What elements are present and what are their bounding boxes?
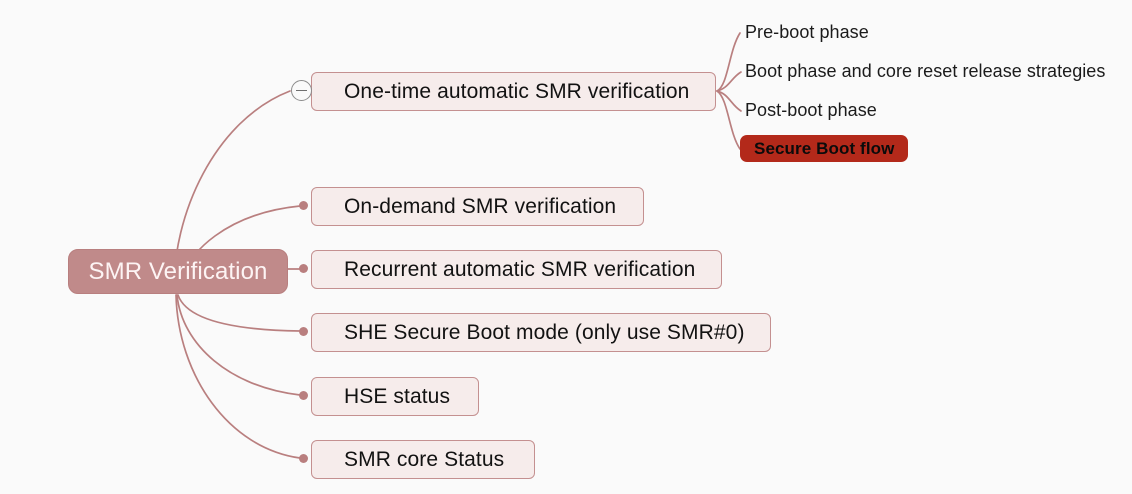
- edge-dot-branch-2: [299, 201, 308, 210]
- branch-node-recurrent-automatic-smr-verification[interactable]: Recurrent automatic SMR verification: [311, 250, 722, 289]
- edge-dot-branch-6: [299, 454, 308, 463]
- edge-root-to-branch-4: [177, 294, 301, 332]
- edge-root-to-branch-5: [176, 294, 301, 396]
- branch-node-hse-status[interactable]: HSE status: [311, 377, 479, 416]
- minus-glyph: [296, 89, 307, 92]
- branch-node-on-demand-smr-verification[interactable]: On-demand SMR verification: [311, 187, 644, 226]
- leaf-label-boot-phase-and-core-reset-release-strategies[interactable]: Boot phase and core reset release strate…: [745, 61, 1106, 81]
- branch-node-label: HSE status: [344, 384, 451, 408]
- edge-branch1-to-child-3: [716, 90, 742, 112]
- branch-node-smr-core-status[interactable]: SMR core Status: [311, 440, 535, 479]
- branch-node-label: SMR core Status: [344, 447, 505, 471]
- minus-circle-icon[interactable]: [291, 80, 312, 101]
- branch-node-label: SHE Secure Boot mode (only use SMR#0): [344, 320, 745, 344]
- edge-branch1-to-child-2: [716, 71, 742, 92]
- edge-branch1-to-child-1: [716, 32, 741, 92]
- branch-node-label: Recurrent automatic SMR verification: [344, 257, 696, 281]
- badge-node-secure-boot-flow[interactable]: Secure Boot flow: [740, 135, 909, 162]
- edge-dot-branch-5: [299, 391, 308, 400]
- edge-dot-branch-4: [299, 327, 308, 336]
- root-node[interactable]: SMR Verification: [68, 249, 288, 294]
- branch-node-one-time-automatic-smr-verification[interactable]: One-time automatic SMR verification: [311, 72, 716, 111]
- badge-node-label: Secure Boot flow: [754, 138, 895, 158]
- branch-node-label: On-demand SMR verification: [344, 194, 617, 218]
- branch-node-she-secure-boot-mode[interactable]: SHE Secure Boot mode (only use SMR#0): [311, 313, 771, 352]
- leaf-label-pre-boot-phase[interactable]: Pre-boot phase: [745, 22, 869, 42]
- leaf-label-post-boot-phase[interactable]: Post-boot phase: [745, 100, 877, 120]
- branch-node-label: One-time automatic SMR verification: [344, 79, 690, 103]
- edge-root-to-branch-6: [175, 294, 301, 459]
- root-node-label: SMR Verification: [88, 257, 268, 285]
- edge-branch1-to-child-4: [716, 90, 741, 150]
- edge-dot-branch-3: [299, 264, 308, 273]
